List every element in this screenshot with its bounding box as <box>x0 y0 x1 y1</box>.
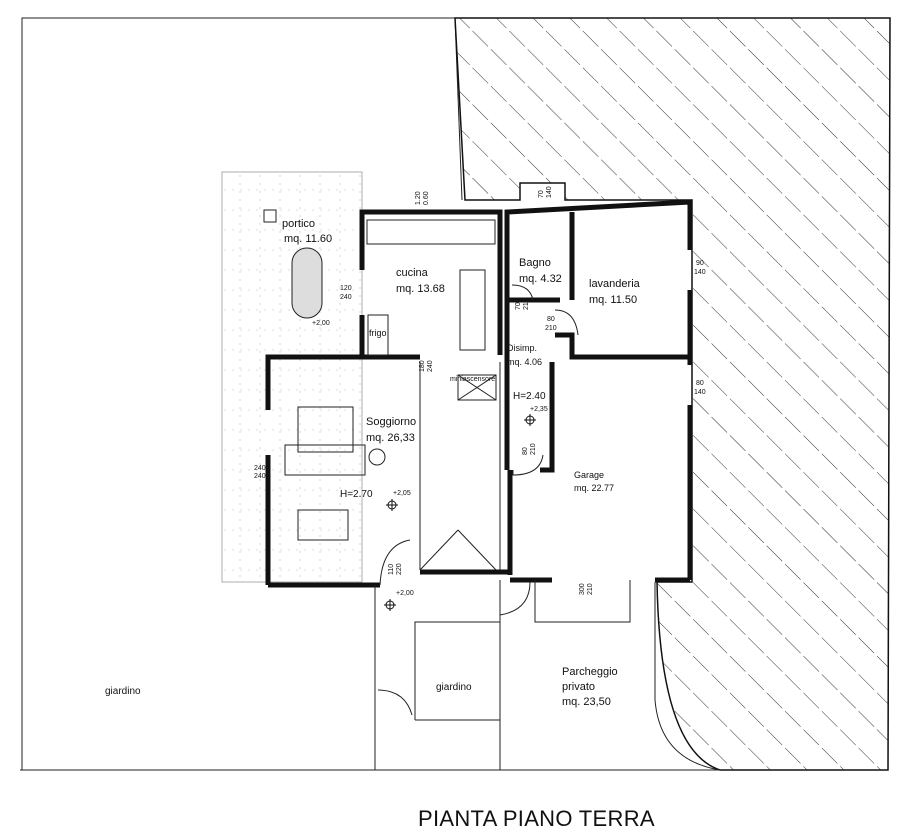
portico-area: mq. 11.60 <box>284 233 332 245</box>
soggiorno-area: mq. 26,33 <box>366 432 415 444</box>
kitchen-fixtures <box>366 219 496 356</box>
portico-paving <box>221 171 363 583</box>
lavanderia-area: mq. 11.50 <box>589 294 637 306</box>
svg-text:120: 120 <box>340 285 352 292</box>
garage-area: mq. 22.77 <box>574 483 614 493</box>
level-soggiorno: +2,05 <box>393 490 411 497</box>
svg-text:240: 240 <box>254 465 266 472</box>
lavanderia-label: lavanderia <box>589 278 641 290</box>
level-entrance: +2,00 <box>396 590 414 597</box>
svg-text:140: 140 <box>694 389 706 396</box>
svg-text:180: 180 <box>419 360 426 372</box>
svg-text:0.60: 0.60 <box>423 191 430 205</box>
portico-table <box>291 247 323 319</box>
svg-text:80: 80 <box>696 380 704 387</box>
svg-text:1.20: 1.20 <box>415 191 422 205</box>
dimension-labels: 1.20 0.60 120 240 180 240 70 140 70 210 … <box>254 186 706 595</box>
svg-text:70: 70 <box>515 302 522 310</box>
svg-text:110: 110 <box>388 564 395 575</box>
giardino-small-label: giardino <box>436 682 472 693</box>
bagno-area: mq. 4.32 <box>519 273 562 285</box>
outdoor-lower <box>374 284 721 771</box>
svg-text:210: 210 <box>530 443 537 455</box>
svg-text:90: 90 <box>696 260 704 267</box>
height-soggiorno: H=2.70 <box>340 489 373 500</box>
frigo-label: frigo <box>369 328 387 338</box>
walls <box>265 199 693 588</box>
level-portico: +2,00 <box>312 320 330 327</box>
bagno-label: Bagno <box>519 257 551 269</box>
level-disimp: +2,35 <box>530 406 548 413</box>
svg-text:240: 240 <box>340 294 352 301</box>
svg-text:70: 70 <box>538 190 545 198</box>
svg-text:210: 210 <box>523 298 530 310</box>
hatched-area <box>454 17 891 771</box>
living-furniture <box>284 406 386 541</box>
portico-label: portico <box>282 218 315 230</box>
plan-title: PIANTA PIANO TERRA <box>418 806 655 831</box>
cucina-area: mq. 13.68 <box>396 283 445 295</box>
svg-text:140: 140 <box>546 186 553 198</box>
cucina-label: cucina <box>396 267 429 279</box>
svg-text:300: 300 <box>579 583 586 595</box>
disimp-area: mq. 4.06 <box>507 357 542 367</box>
giardino-left-label: giardino <box>105 686 141 697</box>
staircase <box>419 374 497 571</box>
svg-text:240: 240 <box>427 360 434 372</box>
svg-text:220: 220 <box>396 563 403 575</box>
miniascensore-label: miniascensore <box>450 376 495 383</box>
disimp-label: Disimp. <box>507 343 537 353</box>
svg-text:240: 240 <box>254 473 266 480</box>
parcheggio-area: mq. 23,50 <box>562 696 611 708</box>
window-icon <box>263 209 277 223</box>
parcheggio-label: Parcheggio <box>562 666 618 678</box>
svg-text:210: 210 <box>587 583 594 595</box>
level-markers <box>384 414 536 611</box>
svg-text:140: 140 <box>694 269 706 276</box>
soggiorno-label: Soggiorno <box>366 416 416 428</box>
svg-text:210: 210 <box>545 325 557 332</box>
svg-text:80: 80 <box>522 447 529 455</box>
svg-text:80: 80 <box>547 316 555 323</box>
garage-label: Garage <box>574 470 604 480</box>
height-disimp: H=2.40 <box>513 391 546 402</box>
parcheggio-label-2: privato <box>562 681 595 693</box>
